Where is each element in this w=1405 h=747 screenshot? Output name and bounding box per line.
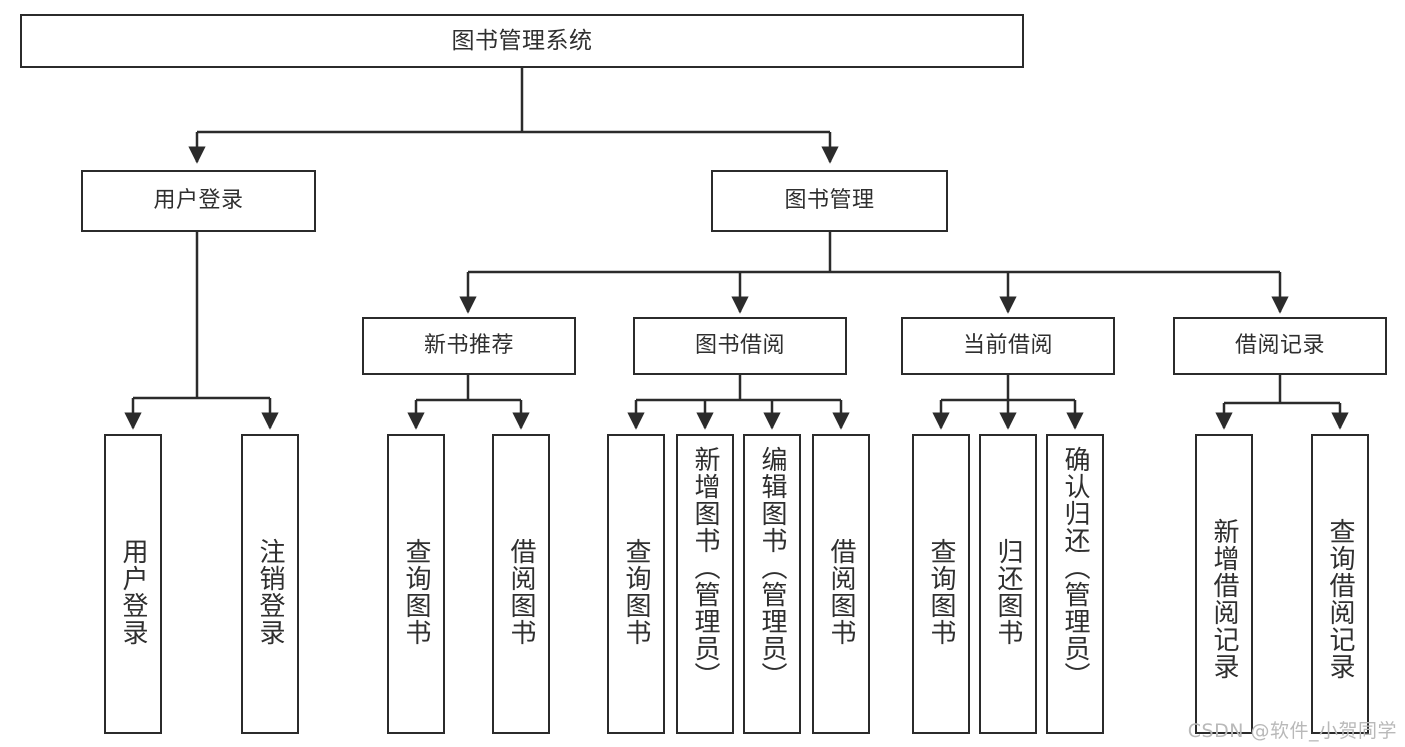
node-label: 用户登录 bbox=[118, 538, 149, 646]
node-label: 当前借阅 bbox=[962, 333, 1053, 359]
leaf-currentborrow-query-book[interactable]: 查询图书 bbox=[912, 434, 970, 734]
leaf-user-login-signin[interactable]: 用户登录 bbox=[104, 434, 162, 734]
node-book-management[interactable]: 图书管理 bbox=[711, 170, 948, 232]
node-label: 确认归还（管理员） bbox=[1060, 446, 1091, 689]
leaf-bookborrow-edit-book-admin[interactable]: 编辑图书（管理员） bbox=[743, 434, 801, 734]
node-label: 图书借阅 bbox=[694, 333, 785, 359]
leaf-bookborrow-query-book[interactable]: 查询图书 bbox=[607, 434, 665, 734]
leaf-currentborrow-return-book[interactable]: 归还图书 bbox=[979, 434, 1037, 734]
leaf-user-login-signout[interactable]: 注销登录 bbox=[241, 434, 299, 734]
node-label: 图书管理 bbox=[784, 188, 875, 214]
node-label: 查询图书 bbox=[621, 538, 652, 646]
node-label: 借阅图书 bbox=[506, 538, 537, 646]
node-label: 新增图书（管理员） bbox=[690, 446, 721, 689]
leaf-bookborrow-add-book-admin[interactable]: 新增图书（管理员） bbox=[676, 434, 734, 734]
leaf-newbook-borrow-book[interactable]: 借阅图书 bbox=[492, 434, 550, 734]
node-book-borrow[interactable]: 图书借阅 bbox=[633, 317, 847, 375]
node-user-login[interactable]: 用户登录 bbox=[81, 170, 316, 232]
node-label: 查询借阅记录 bbox=[1325, 518, 1356, 680]
leaf-borrowrecord-query-record[interactable]: 查询借阅记录 bbox=[1311, 434, 1369, 734]
leaf-newbook-query-book[interactable]: 查询图书 bbox=[387, 434, 445, 734]
node-label: 编辑图书（管理员） bbox=[757, 446, 788, 689]
node-label: 查询图书 bbox=[926, 538, 957, 646]
node-label: 借阅记录 bbox=[1234, 333, 1325, 359]
node-borrow-record[interactable]: 借阅记录 bbox=[1173, 317, 1387, 375]
node-current-borrow[interactable]: 当前借阅 bbox=[901, 317, 1115, 375]
node-root-book-management-system[interactable]: 图书管理系统 bbox=[20, 14, 1024, 68]
node-new-book-recommend[interactable]: 新书推荐 bbox=[362, 317, 576, 375]
node-label: 图书管理系统 bbox=[451, 27, 593, 54]
node-label: 查询图书 bbox=[401, 538, 432, 646]
leaf-borrowrecord-add-record[interactable]: 新增借阅记录 bbox=[1195, 434, 1253, 734]
node-label: 新书推荐 bbox=[423, 333, 514, 359]
leaf-bookborrow-borrow-book[interactable]: 借阅图书 bbox=[812, 434, 870, 734]
node-label: 注销登录 bbox=[255, 538, 286, 646]
node-label: 用户登录 bbox=[153, 188, 244, 214]
node-label: 借阅图书 bbox=[826, 538, 857, 646]
leaf-currentborrow-confirm-return-admin[interactable]: 确认归还（管理员） bbox=[1046, 434, 1104, 734]
node-label: 归还图书 bbox=[993, 538, 1024, 646]
node-label: 新增借阅记录 bbox=[1209, 518, 1240, 680]
